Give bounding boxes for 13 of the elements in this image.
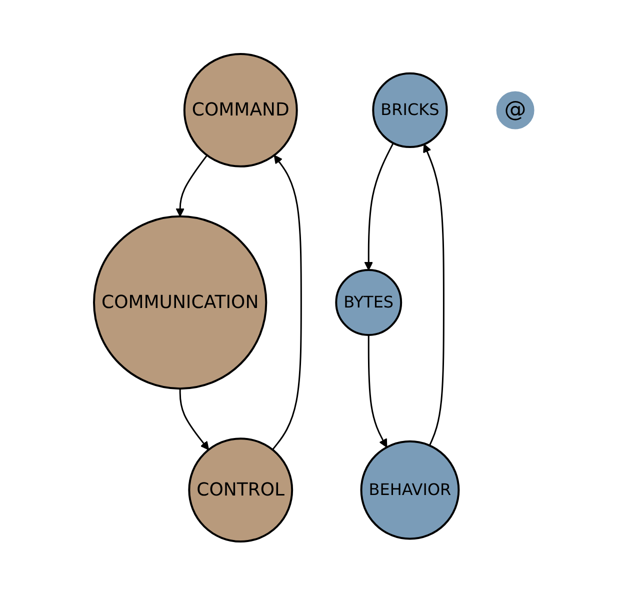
arrow bbox=[364, 142, 394, 270]
node-circle: BRICKS bbox=[372, 72, 448, 148]
node-circle: BYTES bbox=[335, 268, 402, 336]
arrow bbox=[176, 154, 208, 217]
arrow bbox=[368, 334, 388, 448]
node-circle: COMMAND bbox=[184, 52, 298, 168]
node-circle: COMMUNICATION bbox=[93, 215, 268, 390]
node-circle: BEHAVIOR bbox=[360, 440, 460, 540]
node-circle: CONTROL bbox=[188, 437, 294, 542]
arrow bbox=[272, 154, 302, 450]
arrow bbox=[423, 144, 445, 446]
arrow bbox=[179, 388, 210, 450]
node-circle: @ bbox=[496, 90, 534, 129]
